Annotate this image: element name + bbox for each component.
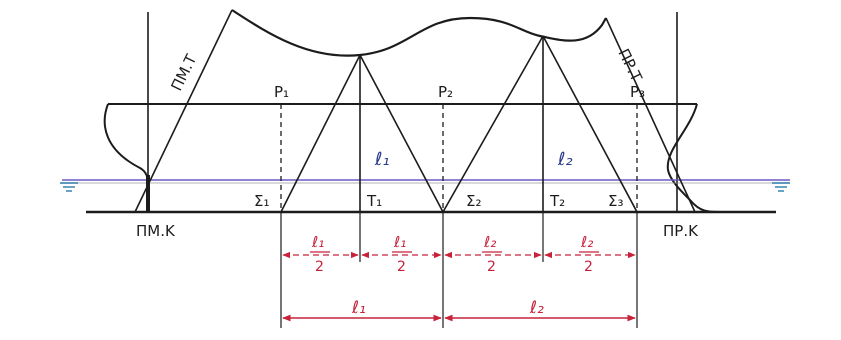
bow-support-line xyxy=(134,9,233,213)
stern-hull xyxy=(666,103,721,213)
fraction-l2-half-b: ℓ₂ 2 xyxy=(579,233,599,275)
fraction-numerator: ℓ₂ xyxy=(483,233,496,251)
label-bow-keel: ΠΜ.Κ xyxy=(136,222,176,240)
fraction-denominator: 2 xyxy=(397,259,406,275)
label-sigma3: Σ₃ xyxy=(608,192,624,210)
label-t2: T₂ xyxy=(549,192,565,210)
label-stern-keel: ΠΡ.Κ xyxy=(663,222,699,240)
fraction-numerator: ℓ₂ xyxy=(580,233,593,251)
stern-support-line xyxy=(605,17,696,213)
fraction-l1-half-a: ℓ₁ 2 xyxy=(310,233,330,275)
label-l2-span: ℓ₂ xyxy=(557,149,573,170)
bow-hull xyxy=(103,103,149,186)
label-p3: P₃ xyxy=(630,83,645,101)
truss-lines xyxy=(280,35,638,213)
fraction-l1-half-b: ℓ₁ 2 xyxy=(392,233,412,275)
fraction-denominator: 2 xyxy=(584,259,593,275)
dashed-verticals xyxy=(280,104,638,212)
label-full-l1: ℓ₁ xyxy=(351,298,366,318)
extension-lines xyxy=(280,212,638,328)
label-l1-span: ℓ₁ xyxy=(374,149,390,170)
fraction-l2-half-a: ℓ₂ 2 xyxy=(482,233,502,275)
label-full-l2: ℓ₂ xyxy=(529,298,544,318)
label-sigma1: Σ₁ xyxy=(254,192,270,210)
fraction-numerator: ℓ₁ xyxy=(393,233,406,251)
label-t1: T₁ xyxy=(366,192,382,210)
label-sigma2: Σ₂ xyxy=(466,192,482,210)
label-p1: P₁ xyxy=(274,83,289,101)
fraction-denominator: 2 xyxy=(487,259,496,275)
fraction-numerator: ℓ₁ xyxy=(311,233,324,251)
label-stern-top: ΠΡ.Τ xyxy=(614,46,646,85)
water-symbol-right xyxy=(772,182,790,192)
fraction-denominator: 2 xyxy=(315,259,324,275)
load-curve xyxy=(231,9,607,57)
water-symbol-left xyxy=(60,182,78,192)
label-p2: P₂ xyxy=(438,83,453,101)
